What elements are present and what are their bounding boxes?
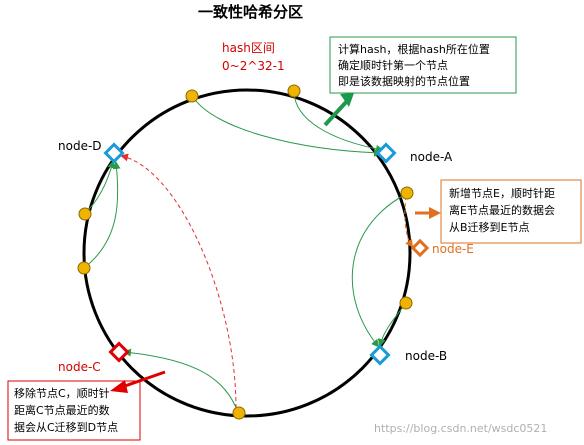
hash-range-label: hash区间: [222, 41, 275, 55]
data-point: [399, 296, 413, 310]
orange-callout-arrow-head: [429, 207, 441, 219]
node-e-label: node-E: [432, 242, 474, 256]
data-point: [232, 406, 246, 420]
node-b-label: node-B: [405, 349, 447, 363]
node-b-marker: [369, 344, 391, 366]
green-note-line1: 计算hash，根据hash所在位置: [338, 42, 490, 56]
green-note-box: [329, 36, 517, 94]
diagram-title: 一致性哈希分区: [198, 3, 303, 21]
data-point: [287, 84, 301, 98]
data-point: [400, 186, 414, 200]
green-note-line3: 即是该数据映射的节点位置: [338, 74, 470, 88]
red-note-line2: 距离C节点最近的数: [14, 403, 110, 417]
orange-note-line1: 新增节点E，顺时针距: [449, 186, 555, 200]
node-d-marker: [103, 142, 125, 164]
watermark-text: https://blog.csdn.net/wsdc0521: [374, 422, 547, 435]
node-d-label: node-D: [58, 139, 102, 153]
hash-range-value: 0~2^32-1: [222, 59, 285, 73]
node-a-label: node-A: [410, 150, 453, 164]
arrow-data6-to-node-d: [83, 161, 121, 269]
node-e-marker: [410, 238, 430, 258]
green-note-line2: 确定顺时针第一个节点: [338, 58, 448, 72]
node-c-label: node-C: [58, 360, 101, 374]
node-a-marker: [375, 142, 397, 164]
data-point: [78, 207, 92, 221]
arrow-data1-to-node-a: [192, 96, 382, 157]
data-point: [185, 89, 199, 103]
data-point: [77, 261, 91, 275]
dashed-arrow-data7-to-node-d: [120, 153, 237, 409]
node-c-marker: [108, 341, 130, 363]
hash-ring: [82, 88, 412, 418]
orange-note-box: [440, 179, 582, 244]
green-callout-arrow-head: [340, 93, 354, 107]
orange-note-line3: 从B迁移到E节点: [449, 221, 530, 234]
orange-note-line2: 离E节点最近的数据会: [449, 203, 555, 217]
arrow-data7-to-node-c: [123, 348, 239, 413]
arrow-data3-to-node-b: [351, 193, 407, 348]
red-note-line1: 移除节点C，顺时针: [14, 386, 110, 400]
dashed-arrow-data3-to-node-e: [404, 195, 414, 248]
red-callout-arrow-shaft: [121, 370, 166, 389]
arrow-data2-to-node-a: [293, 91, 384, 153]
green-callout-arrow-shaft: [323, 98, 350, 127]
red-note-line3: 据会从C迁移到D节点: [14, 420, 118, 434]
red-callout-arrow-head: [110, 380, 128, 393]
